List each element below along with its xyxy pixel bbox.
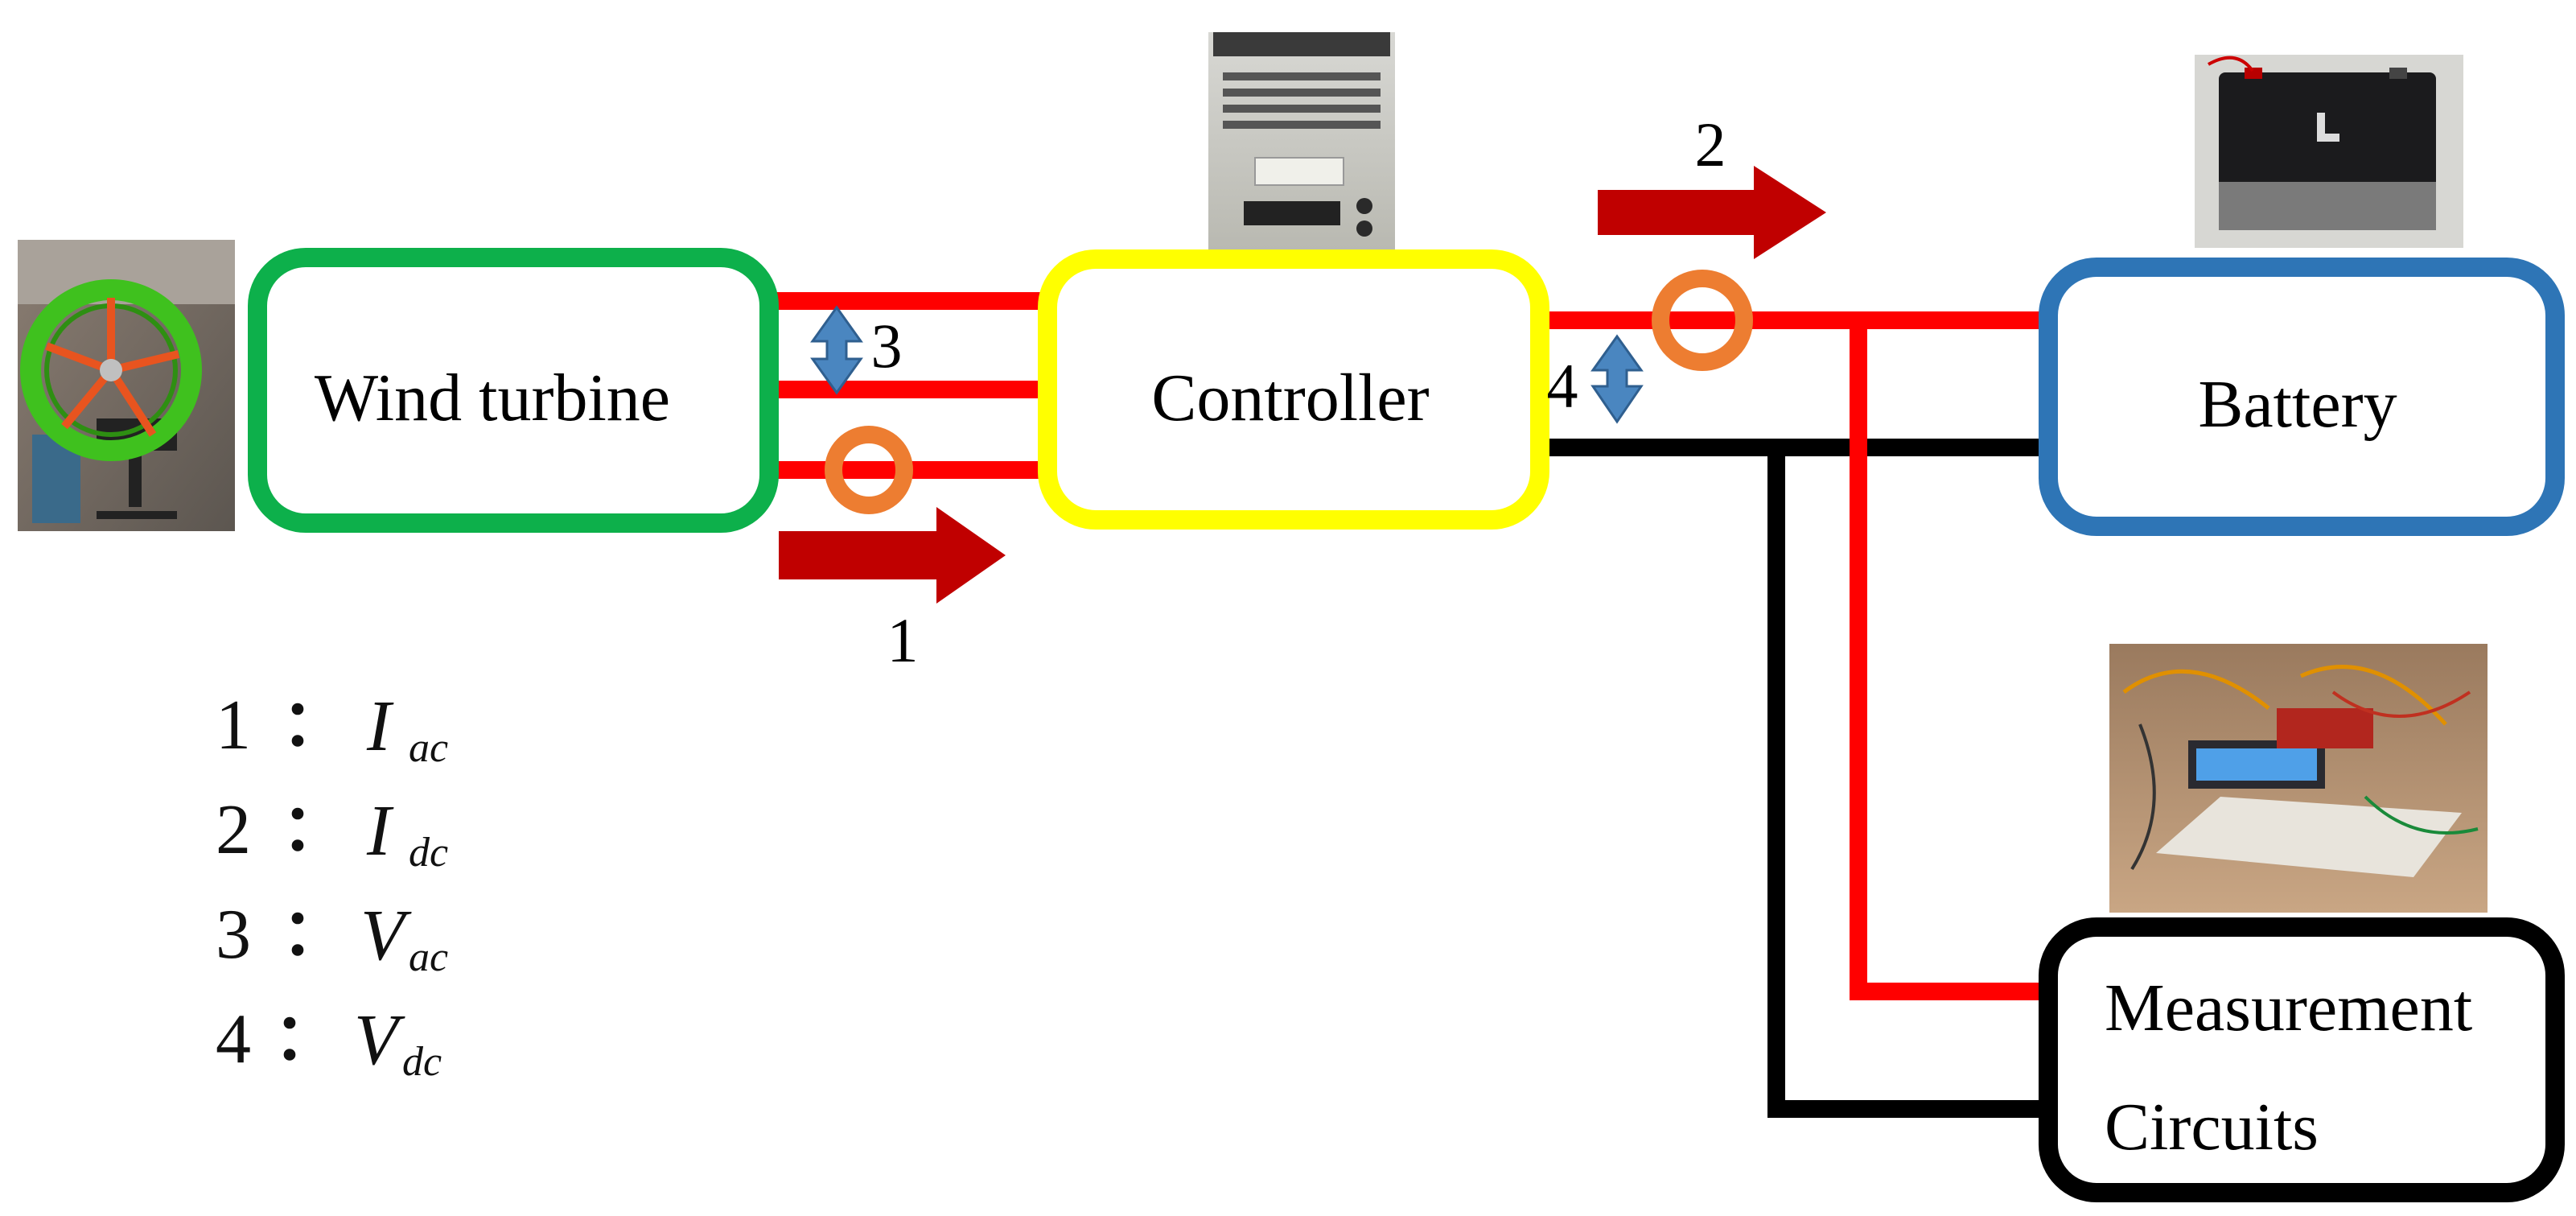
voltage-arrow-3-icon — [810, 305, 863, 395]
legend-colon: ： — [282, 793, 346, 864]
controller-node: Controller — [1038, 249, 1549, 530]
wind-turbine-photo — [18, 240, 235, 531]
legend-subscript: ac — [409, 725, 448, 771]
legend-subscript: dc — [409, 830, 448, 876]
measurement-label-line2: Circuits — [2105, 1090, 2319, 1164]
legend-num: 1 — [216, 686, 251, 765]
wind-turbine-node: Wind turbine — [248, 248, 779, 533]
legend-colon: ： — [274, 1003, 338, 1074]
wind-turbine-label: Wind turbine — [315, 361, 670, 435]
dc-current-sensor — [1652, 270, 1753, 371]
legend-subscript: dc — [402, 1039, 442, 1085]
power-supply-photo — [1208, 32, 1395, 256]
marker-4: 4 — [1547, 351, 1578, 421]
legend-num: 2 — [216, 791, 251, 869]
measurement-node: Measurement Circuits — [2039, 917, 2565, 1202]
dc-wires — [1540, 311, 2048, 1118]
legend-subscript: ac — [409, 934, 448, 980]
legend-num: 4 — [216, 1000, 251, 1078]
controller-label: Controller — [1151, 361, 1429, 435]
battery-label: Battery — [2198, 367, 2397, 442]
voltage-arrow-4-icon — [1590, 334, 1644, 424]
legend-symbol: V — [360, 896, 412, 975]
legend-symbol: I — [366, 686, 394, 766]
battery-photo — [2195, 55, 2463, 248]
controller-box — [1038, 249, 1549, 530]
wind-turbine-box — [248, 248, 779, 533]
legend-num: 3 — [216, 896, 251, 974]
legend-symbol: I — [366, 791, 394, 871]
legend-symbol: V — [354, 1000, 405, 1080]
battery-node: Battery — [2039, 258, 2565, 536]
legend-item: 2 ： I dc — [216, 791, 448, 876]
current-arrow-1-icon — [779, 507, 1006, 604]
marker-2: 2 — [1695, 109, 1726, 179]
legend-colon: ： — [282, 689, 346, 760]
marker-3: 3 — [871, 311, 903, 381]
current-arrow-2-icon — [1598, 166, 1826, 259]
ac-current-sensor — [825, 426, 913, 514]
legend-item: 1 ： I ac — [216, 686, 448, 771]
ac-wires — [771, 292, 1047, 479]
battery-box — [2039, 258, 2565, 536]
measurement-negative-wire — [1767, 447, 2048, 1118]
measurement-positive-wire — [1850, 320, 2048, 1000]
measurement-label-line1: Measurement — [2105, 971, 2472, 1045]
measurement-box — [2039, 917, 2565, 1202]
legend-item: 3 ： V ac — [216, 896, 448, 980]
legend-item: 4 ： V dc — [216, 1000, 442, 1085]
circuit-board-photo — [2109, 644, 2488, 913]
marker-1: 1 — [887, 605, 919, 675]
legend: 1 ： I ac 2 ： I dc 3 ： V ac 4 ： V dc — [216, 686, 448, 1085]
legend-colon: ： — [282, 898, 346, 969]
